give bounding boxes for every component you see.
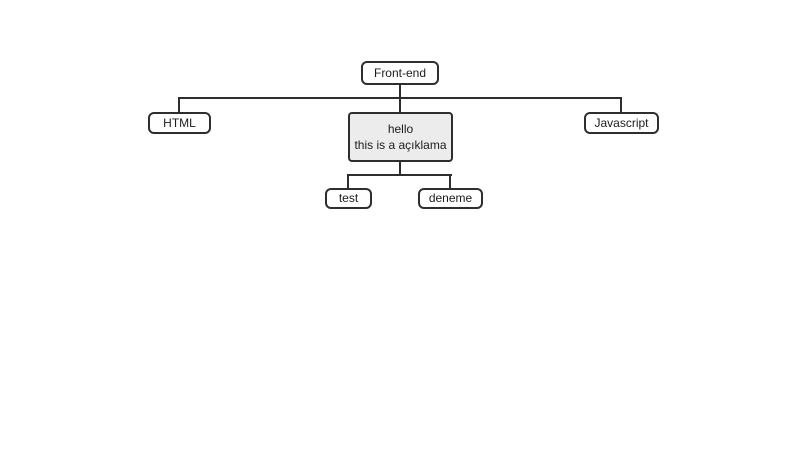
node-front-end[interactable]: Front-end <box>361 61 439 85</box>
connector-top-rail <box>178 97 622 99</box>
node-deneme[interactable]: deneme <box>418 188 483 209</box>
connector-test-drop <box>347 174 349 189</box>
node-hello-selected[interactable]: hello this is a açıklama <box>348 112 453 162</box>
connector-hello-stub <box>399 161 401 176</box>
connector-javascript-drop <box>620 97 622 114</box>
connector-bottom-rail <box>347 174 452 176</box>
node-html[interactable]: HTML <box>148 112 211 134</box>
connector-deneme-drop <box>449 174 451 189</box>
node-test[interactable]: test <box>325 188 372 209</box>
connector-html-drop <box>178 97 180 114</box>
node-hello-description: this is a açıklama <box>354 138 447 152</box>
node-javascript[interactable]: Javascript <box>584 112 659 134</box>
node-hello-title: hello <box>387 122 414 136</box>
